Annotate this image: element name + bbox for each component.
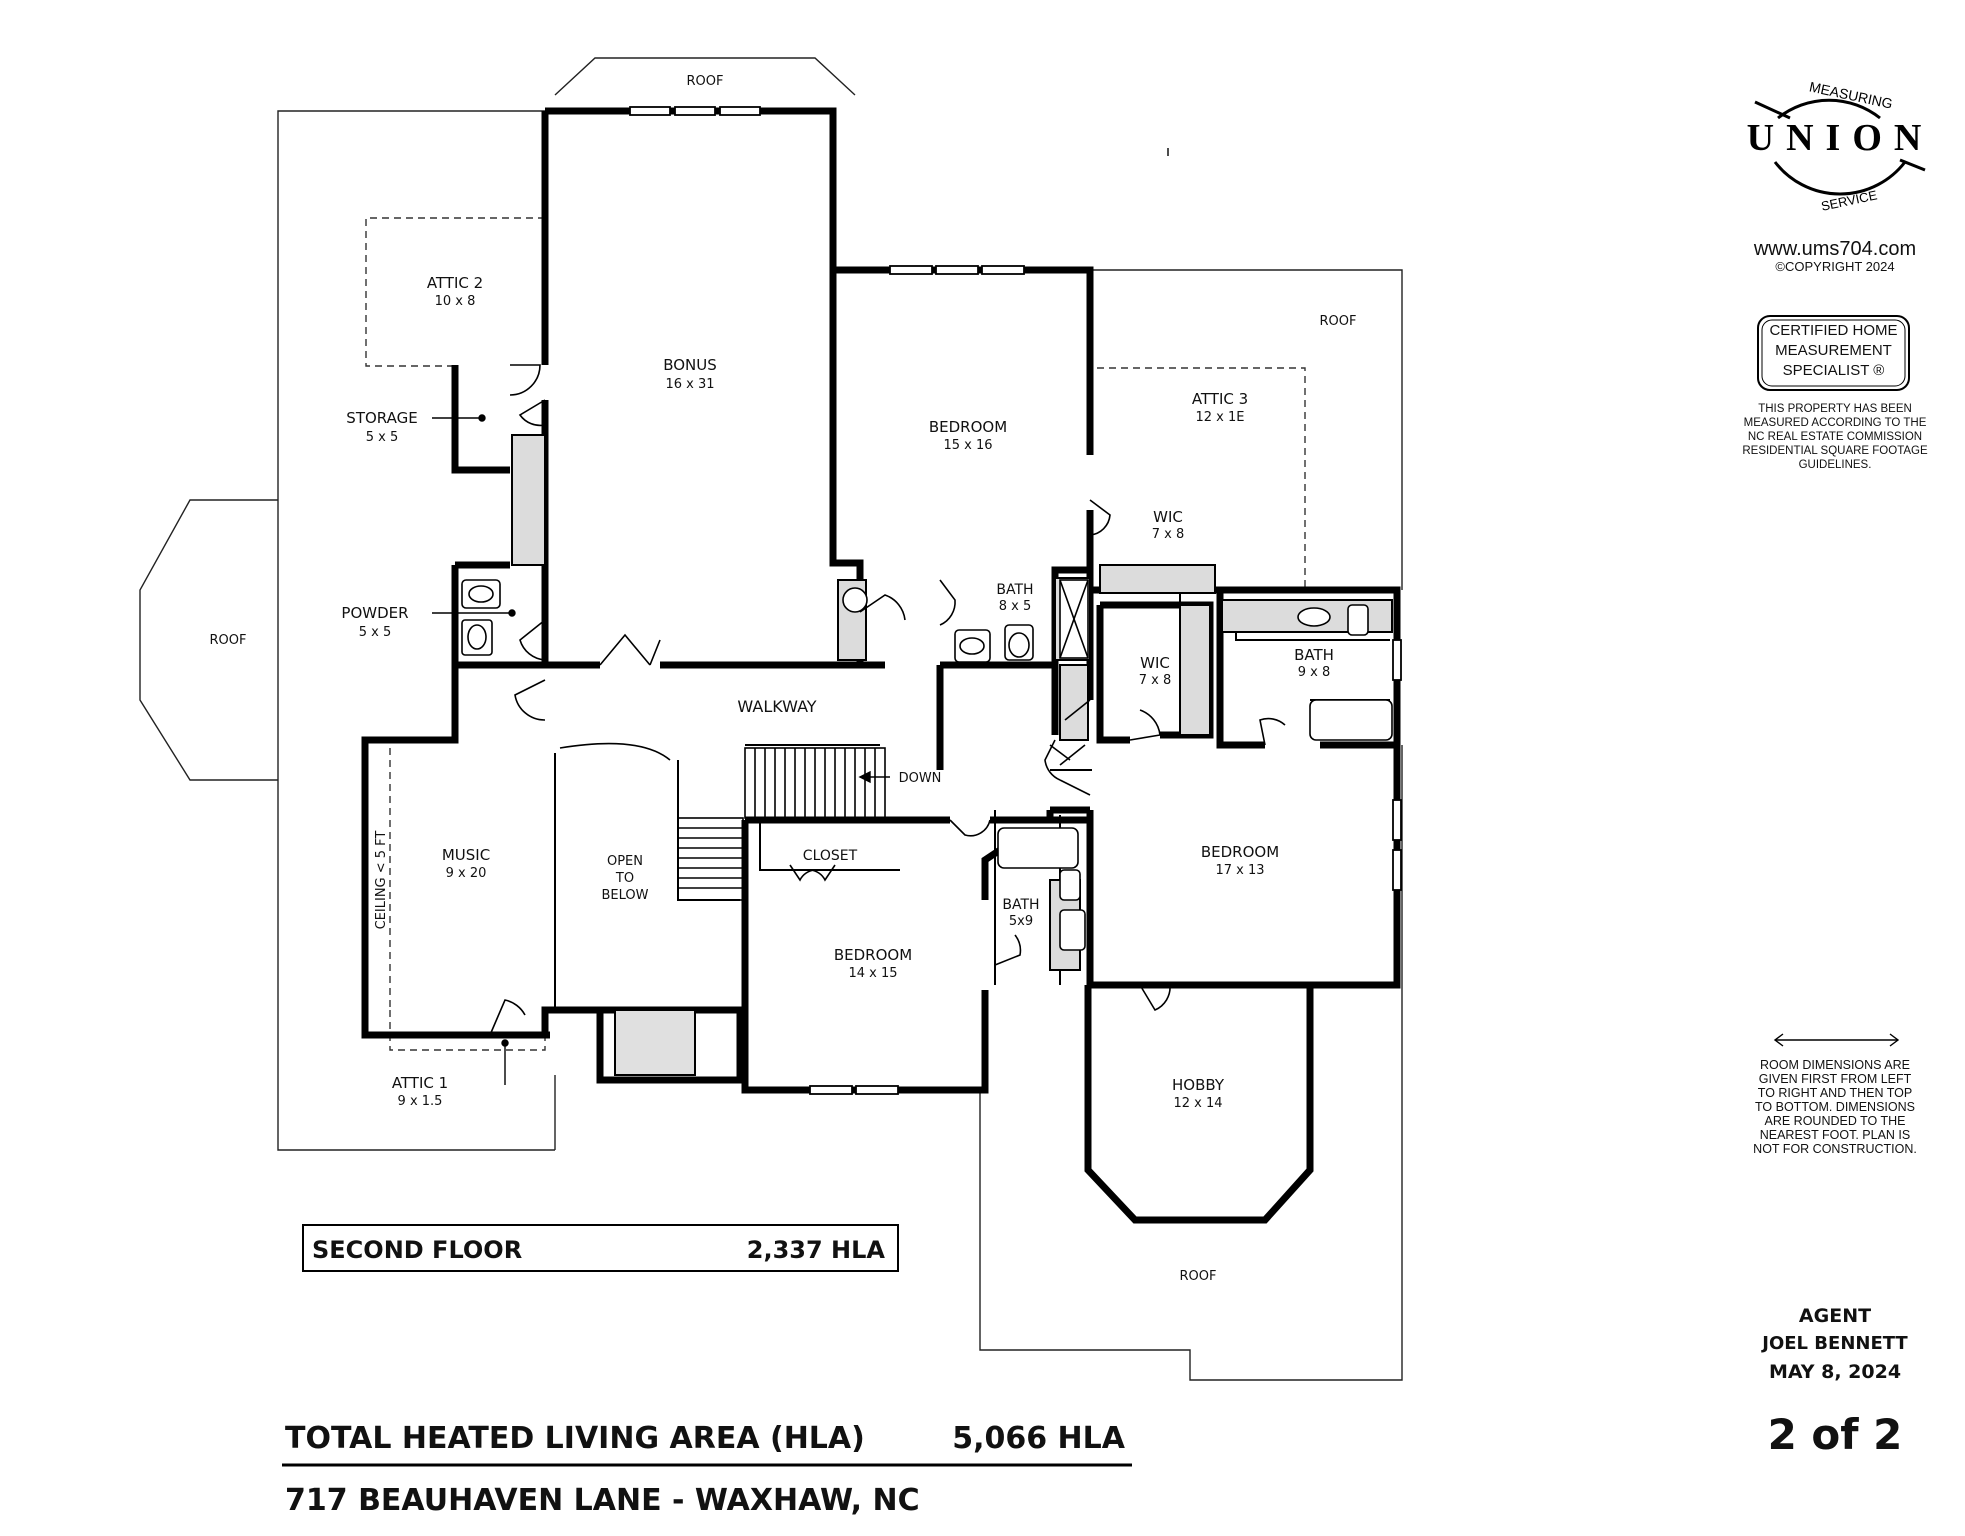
- dimension-note-line-6: NEAREST FOOT. PLAN IS: [1759, 1128, 1911, 1142]
- totals-block: TOTAL HEATED LIVING AREA (HLA) 5,066 HLA…: [282, 1421, 1132, 1518]
- room-name-attic3: ATTIC 3: [1192, 390, 1248, 408]
- room-dims-music: 9 x 20: [446, 866, 487, 881]
- room-name-bath-right: BATH: [1294, 646, 1334, 664]
- room-name-hobby: HOBBY: [1172, 1076, 1225, 1094]
- dimension-note-line-7: NOT FOR CONSTRUCTION.: [1753, 1142, 1917, 1156]
- dimension-note-line-3: TO RIGHT AND THEN TOP: [1757, 1086, 1913, 1100]
- windows: [629, 106, 1402, 1095]
- room-name-roof-left: ROOF: [210, 633, 247, 648]
- dimension-note: ROOM DIMENSIONS ARE GIVEN FIRST FROM LEF…: [1720, 1058, 1950, 1156]
- total-area-value: 5,066 HLA: [952, 1421, 1126, 1456]
- logo-swash: [1754, 100, 1791, 120]
- room-name-bath-small: BATH: [996, 582, 1033, 598]
- agent-label: AGENT: [1798, 1305, 1872, 1327]
- room-name-roof-top: ROOF: [687, 74, 724, 89]
- cert-note-line-2: MEASURED ACCORDING TO THE: [1743, 417, 1927, 429]
- room-dims-wic-lower: 7 x 8: [1139, 673, 1172, 688]
- room-name-bedroom-e: BEDROOM: [1201, 843, 1279, 861]
- room-dims-hobby: 12 x 14: [1173, 1096, 1222, 1111]
- leader-lines: [432, 414, 890, 1085]
- room-name-wic-upper: WIC: [1153, 508, 1183, 526]
- open-to-below-line-1: OPEN: [607, 854, 643, 869]
- cert-badge-text: CERTIFIED HOME MEASUREMENT SPECIALIST ®: [1760, 321, 1907, 381]
- dimension-note-line-1: ROOM DIMENSIONS ARE: [1759, 1058, 1911, 1072]
- room-name-walkway: WALKWAY: [737, 697, 816, 716]
- cert-note-line-3: NC REAL ESTATE COMMISSION: [1747, 431, 1923, 443]
- open-to-below-line-3: BELOW: [602, 888, 649, 903]
- door-swings: [489, 364, 1286, 1036]
- room-dims-bath-right: 9 x 8: [1298, 665, 1331, 680]
- room-dims-bonus: 16 x 31: [665, 377, 714, 392]
- room-dims-bedroom-s: 14 x 15: [848, 966, 897, 981]
- room-dims-powder: 5 x 5: [359, 625, 392, 640]
- logo-swash-right: [1899, 158, 1926, 172]
- agent-block: AGENT JOEL BENNETT MAY 8, 2024: [1740, 1302, 1930, 1386]
- stairs: [559, 742, 886, 901]
- ceiling-note: CEILING < 5 FT: [374, 831, 389, 930]
- room-dims-bedroom-ne: 15 x 16: [943, 438, 992, 453]
- room-name-bath-5x9: BATH: [1002, 897, 1039, 913]
- cert-badge-frame: [1757, 315, 1910, 391]
- cert-note: THIS PROPERTY HAS BEEN MEASURED ACCORDIN…: [1720, 402, 1950, 472]
- cert-badge-line-2: MEASUREMENT: [1775, 342, 1892, 359]
- room-name-roof-bottom: ROOF: [1180, 1269, 1217, 1284]
- room-name-closet: CLOSET: [803, 848, 858, 864]
- roof-outlines: [139, 57, 1403, 1381]
- room-dims-bath-small: 8 x 5: [999, 599, 1032, 614]
- dimension-note-line-2: GIVEN FIRST FROM LEFT: [1758, 1072, 1912, 1086]
- cert-note-line-5: GUIDELINES.: [1798, 459, 1872, 471]
- room-dims-storage: 5 x 5: [366, 430, 399, 445]
- cert-note-line-4: RESIDENTIAL SQUARE FOOTAGE: [1742, 445, 1928, 457]
- open-to-below-line-2: TO: [615, 871, 634, 886]
- room-dims-wic-upper: 7 x 8: [1152, 527, 1185, 542]
- floor-area: 2,337 HLA: [747, 1236, 886, 1264]
- dimension-arrow: [1773, 1033, 1900, 1047]
- room-name-bedroom-ne: BEDROOM: [929, 418, 1007, 436]
- copyright: ©COPYRIGHT 2024: [1775, 259, 1895, 274]
- cert-badge-inner: [1761, 319, 1906, 387]
- attic-dashed-outlines: [365, 217, 1306, 1051]
- union-measuring-logo: MEASURING UNION SERVICE: [1747, 78, 1934, 214]
- agent-name: JOEL BENNETT: [1762, 1333, 1908, 1354]
- room-name-bonus: BONUS: [663, 356, 717, 374]
- room-dims-attic2: 10 x 8: [435, 294, 476, 309]
- website[interactable]: www.ums704.com: [1753, 238, 1917, 260]
- agent-date: MAY 8, 2024: [1768, 1361, 1902, 1383]
- room-name-roof-right: ROOF: [1320, 314, 1357, 329]
- cert-badge-line-3: SPECIALIST ®: [1782, 362, 1885, 379]
- walls: [361, 107, 1401, 1224]
- logo-union: UNION: [1747, 117, 1934, 159]
- room-dims-attic3: 12 x 1E: [1196, 410, 1245, 425]
- logo-arc-top: [1777, 98, 1881, 120]
- dimension-note-line-5: ARE ROUNDED TO THE: [1764, 1114, 1906, 1128]
- room-name-attic1: ATTIC 1: [392, 1074, 448, 1092]
- floor-summary-box: SECOND FLOOR 2,337 HLA: [302, 1224, 899, 1272]
- cert-note-line-1: THIS PROPERTY HAS BEEN: [1758, 403, 1912, 415]
- room-name-wic-lower: WIC: [1140, 654, 1170, 672]
- cert-badge-line-1: CERTIFIED HOME: [1769, 322, 1898, 339]
- logo-arc-bottom: [1773, 161, 1907, 196]
- room-dims-attic1: 9 x 1.5: [398, 1094, 443, 1109]
- room-dims-bath-5x9: 5x9: [1009, 914, 1033, 929]
- stair-down-label: DOWN: [899, 771, 942, 786]
- total-area-label: TOTAL HEATED LIVING AREA (HLA): [285, 1421, 865, 1456]
- room-name-bedroom-s: BEDROOM: [834, 946, 912, 964]
- room-name-powder: POWDER: [341, 604, 408, 622]
- room-name-music: MUSIC: [442, 846, 490, 864]
- room-name-storage: STORAGE: [346, 409, 417, 427]
- fixtures: [461, 579, 1393, 951]
- property-address: 717 BEAUHAVEN LANE - WAXHAW, NC: [285, 1483, 920, 1518]
- logo-measuring: MEASURING: [1808, 78, 1894, 111]
- dimension-note-line-4: TO BOTTOM. DIMENSIONS: [1755, 1100, 1915, 1114]
- room-name-attic2: ATTIC 2: [427, 274, 483, 292]
- room-dims-bedroom-e: 17 x 13: [1215, 863, 1264, 878]
- room-labels: ROOF ROOF ROOF ROOF ATTIC 2 10 x 8 BONUS…: [210, 74, 1357, 1284]
- logo-service: SERVICE: [1820, 187, 1879, 214]
- floor-name: SECOND FLOOR: [312, 1236, 522, 1264]
- page-indicator: 2 of 2: [1767, 1410, 1903, 1459]
